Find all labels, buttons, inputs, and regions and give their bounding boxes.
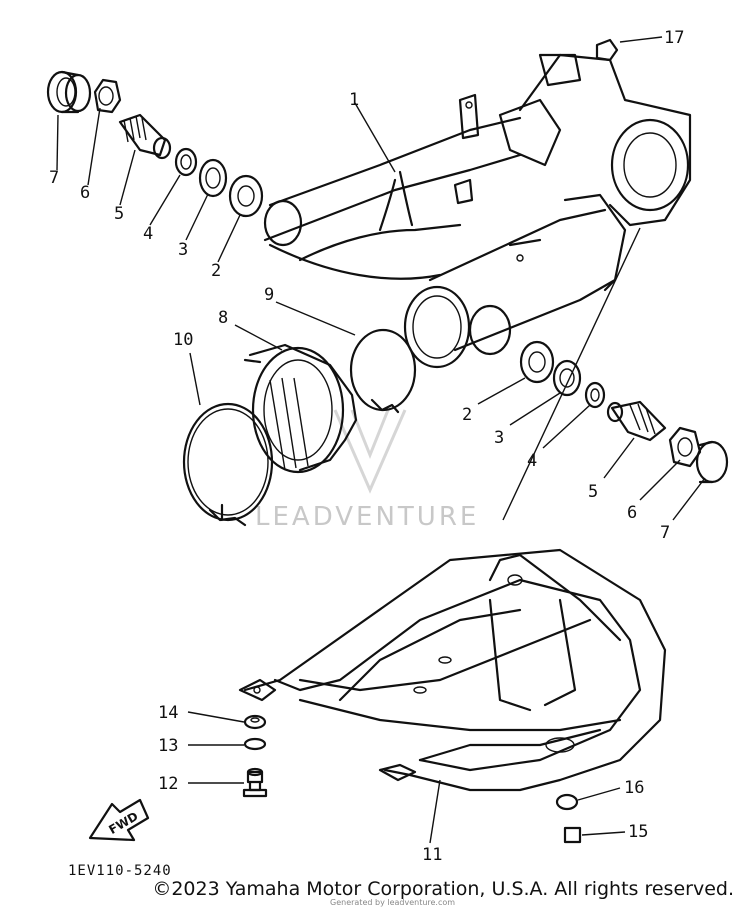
boot-8: [251, 346, 345, 474]
callout-3-right: 3: [494, 428, 504, 448]
cap-right: [695, 440, 729, 484]
dust-seal-right: [552, 359, 582, 397]
dust-seal-left: [198, 158, 228, 198]
callout-17: 17: [664, 28, 684, 48]
callout-11: 11: [422, 845, 442, 865]
callout-9: 9: [264, 285, 274, 305]
callout-1: 1: [349, 90, 359, 110]
collar-right: [584, 381, 606, 409]
washer-14: [243, 714, 267, 730]
callout-6-right: 6: [627, 503, 637, 523]
catalog-code: 1EV110-5240: [68, 863, 172, 879]
band-10: [182, 402, 274, 522]
callout-8: 8: [218, 308, 228, 328]
callout-4-left: 4: [143, 224, 153, 244]
swingarm: [263, 53, 692, 369]
callout-5-right: 5: [588, 482, 598, 502]
callout-2-right: 2: [462, 405, 472, 425]
callout-3-left: 3: [178, 240, 188, 260]
leader-lines: [56, 36, 706, 844]
nut-left: [93, 78, 122, 114]
boot-assembly: [182, 328, 417, 527]
callout-5-left: 5: [114, 204, 124, 224]
bolt-12: [246, 770, 264, 784]
copyright-text: ©2023 Yamaha Motor Corporation, U.S.A. A…: [152, 878, 734, 900]
callout-10: 10: [173, 330, 193, 350]
nut-17: [595, 38, 619, 62]
callout-14: 14: [158, 703, 178, 723]
generated-note: Generated by leadventure.com: [330, 898, 456, 907]
callout-6-left: 6: [80, 183, 90, 203]
lock-washer-13: [243, 737, 267, 751]
callouts: 7 6 5 4 3 2 1 17 8 9 10 2 3 4 5 6 7 14 1…: [49, 28, 684, 865]
collar-left: [174, 147, 198, 177]
callout-15: 15: [628, 822, 648, 842]
callout-7-right: 7: [660, 523, 670, 543]
hardware: [242, 38, 619, 844]
left-bearing-stack: [46, 70, 264, 218]
band-9: [349, 328, 417, 412]
fwd-label: FWD: [106, 809, 140, 837]
nut-16: [555, 793, 579, 811]
watermark-text: LEADVENTURE: [255, 502, 479, 532]
callout-16: 16: [624, 778, 644, 798]
callout-13: 13: [158, 736, 178, 756]
right-bearing-stack: [519, 340, 729, 484]
bearing-left: [228, 174, 264, 218]
pivot-shaft-right: [610, 400, 667, 442]
callout-12: 12: [158, 774, 178, 794]
nut-right: [668, 426, 702, 468]
fwd-arrow: FWD: [88, 798, 150, 842]
bearing-right: [519, 340, 555, 384]
callout-7-left: 7: [49, 168, 59, 188]
watermark-logo: [333, 409, 407, 494]
callout-2-left: 2: [211, 261, 221, 281]
guard-plate: [238, 548, 667, 792]
bolt-15: [563, 826, 582, 844]
callout-4-right: 4: [527, 451, 537, 471]
